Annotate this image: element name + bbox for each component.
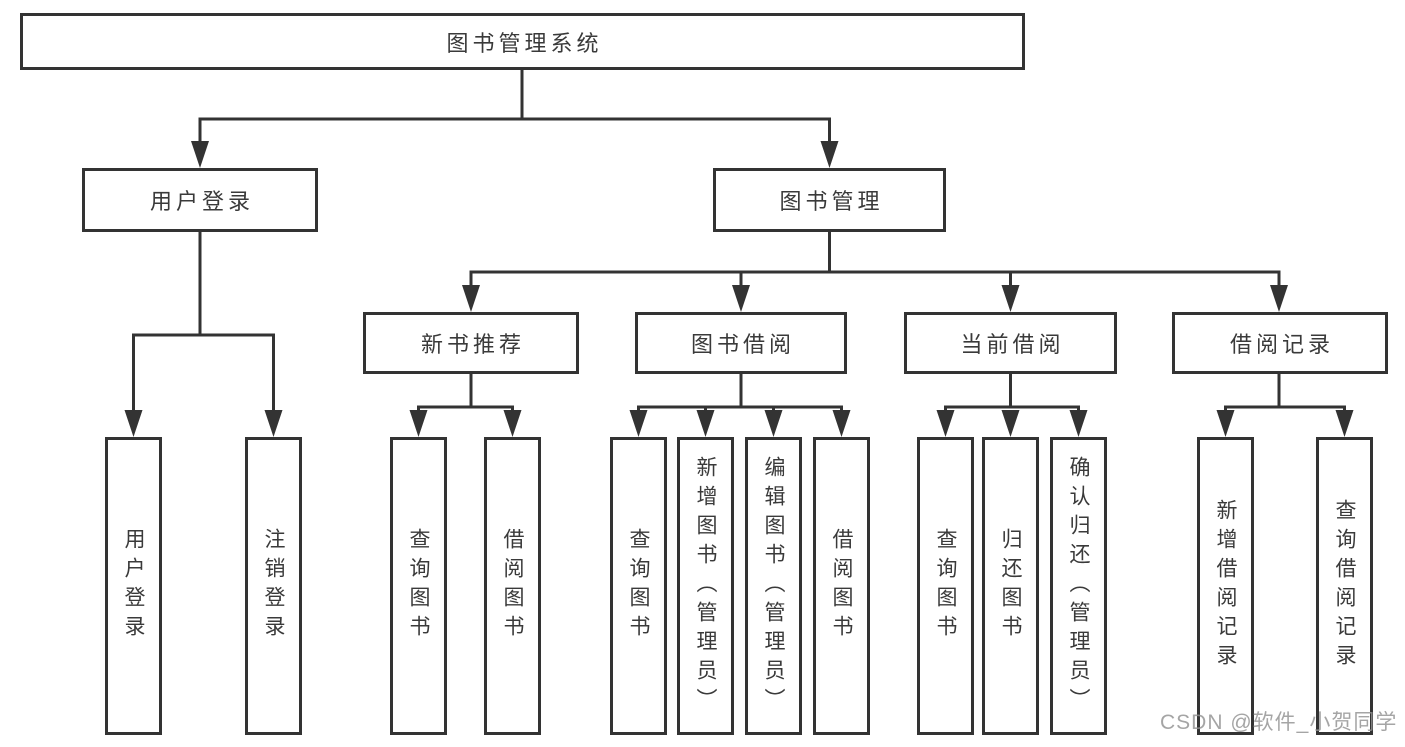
- leaf-return-book: 归还图书: [982, 437, 1039, 735]
- arrowhead: [696, 410, 715, 437]
- leaf-label: 用户登录: [122, 528, 145, 644]
- arrowhead: [936, 410, 955, 437]
- arrowhead: [732, 285, 750, 312]
- leaf-label: 确认归还（管理员）: [1067, 455, 1090, 717]
- leaf-label: 借阅图书: [830, 528, 853, 644]
- leaf-label: 借阅图书: [501, 528, 524, 644]
- arrowhead: [1335, 410, 1354, 437]
- node-book-borrow: 图书借阅: [635, 312, 847, 374]
- arrowhead: [1216, 410, 1235, 437]
- node-user-login: 用户登录: [82, 168, 318, 232]
- arrowhead: [629, 410, 648, 437]
- arrowhead: [264, 410, 283, 437]
- node-borrow-record: 借阅记录: [1172, 312, 1388, 374]
- leaf-label: 注销登录: [262, 528, 285, 644]
- leaf-label: 查询借阅记录: [1333, 499, 1356, 673]
- leaf-label: 查询图书: [407, 528, 430, 644]
- arrowhead: [503, 410, 522, 437]
- node-root: 图书管理系统: [20, 13, 1025, 70]
- leaf-label: 查询图书: [934, 528, 957, 644]
- arrowhead: [124, 410, 143, 437]
- leaf-label: 查询图书: [627, 528, 650, 644]
- arrowhead: [820, 141, 839, 168]
- arrowhead: [1270, 285, 1288, 312]
- node-new-book-recommend: 新书推荐: [363, 312, 579, 374]
- node-book-management: 图书管理: [713, 168, 946, 232]
- leaf-label: 编辑图书（管理员）: [762, 455, 785, 717]
- leaf-label: 新增借阅记录: [1214, 499, 1237, 673]
- arrowhead: [1001, 410, 1020, 437]
- leaf-query-book-borrow: 查询图书: [610, 437, 667, 735]
- leaf-user-login: 用户登录: [105, 437, 162, 735]
- arrowhead: [764, 410, 783, 437]
- leaf-query-book-current: 查询图书: [917, 437, 974, 735]
- arrowhead: [462, 285, 480, 312]
- leaf-label: 归还图书: [999, 528, 1022, 644]
- node-current-borrow: 当前借阅: [904, 312, 1117, 374]
- arrowhead: [832, 410, 851, 437]
- leaf-borrow-book-borrow: 借阅图书: [813, 437, 870, 735]
- leaf-logout: 注销登录: [245, 437, 302, 735]
- leaf-query-book-recommend: 查询图书: [390, 437, 447, 735]
- leaf-borrow-book-recommend: 借阅图书: [484, 437, 541, 735]
- leaf-label: 新增图书（管理员）: [694, 455, 717, 717]
- leaf-confirm-return-admin: 确认归还（管理员）: [1050, 437, 1107, 735]
- arrowhead: [409, 410, 428, 437]
- leaf-query-borrow-record: 查询借阅记录: [1316, 437, 1373, 735]
- leaf-add-book-admin: 新增图书（管理员）: [677, 437, 734, 735]
- leaf-edit-book-admin: 编辑图书（管理员）: [745, 437, 802, 735]
- csdn-watermark: CSDN @软件_小贺同学: [1160, 711, 1398, 734]
- leaf-add-borrow-record: 新增借阅记录: [1197, 437, 1254, 735]
- arrowhead: [191, 141, 209, 168]
- arrowhead: [1001, 285, 1020, 312]
- arrowhead: [1069, 410, 1088, 437]
